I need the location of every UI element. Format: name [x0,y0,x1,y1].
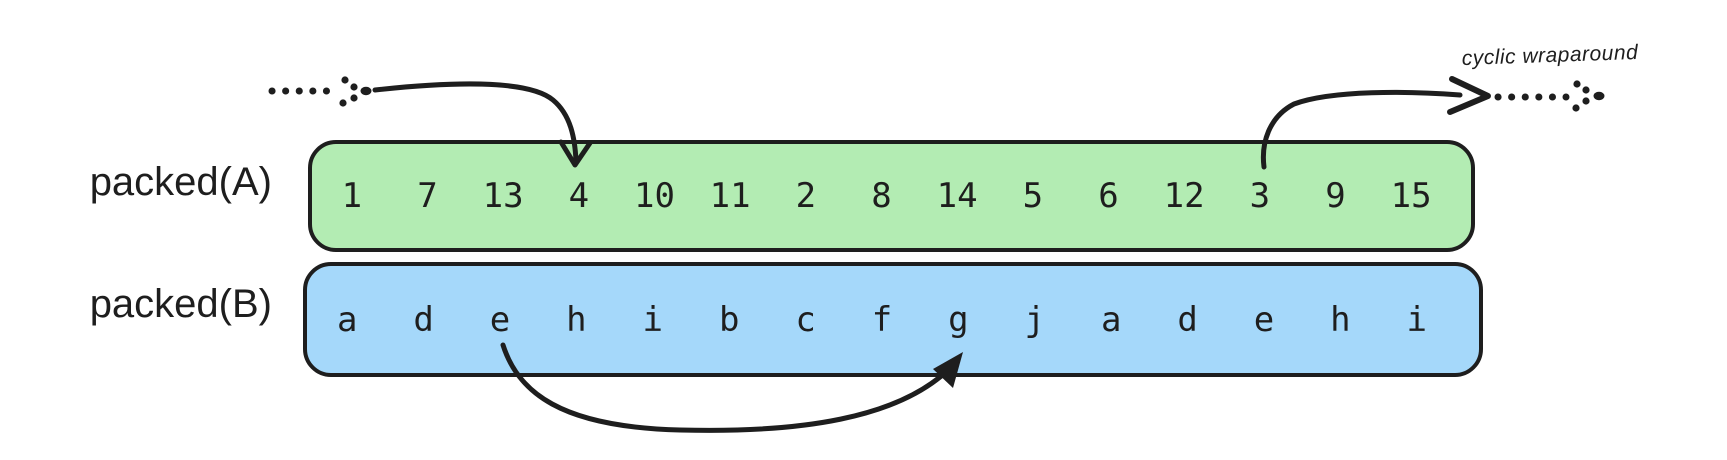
cell: 8 [871,176,892,216]
cell: 11 [709,176,751,216]
cell: h [566,299,587,340]
row-a-box: 1 7 13 4 10 11 2 8 14 5 6 12 3 9 15 [308,140,1475,252]
cell: c [795,299,816,340]
cell: i [1406,299,1428,340]
cell: e [489,299,511,340]
cell: 15 [1390,176,1432,216]
dotted-wrap-out-arrow [1494,80,1605,112]
row-a-label: packed(A) [89,160,272,204]
cell: a [1100,299,1122,340]
cell: f [871,299,893,340]
cell: 4 [568,176,590,216]
cell: i [642,299,664,340]
cell: 13 [482,176,524,216]
dotted-wrap-in-arrow [268,76,372,107]
cell: d [413,299,434,340]
row-b-label: packed(B) [89,282,272,326]
cell: b [718,299,740,340]
cell: a [336,299,358,340]
cell: 14 [936,176,978,216]
cell: 6 [1098,176,1119,216]
cell: g [948,299,969,340]
cell: 1 [341,176,363,216]
row-a-cells: 1 7 13 4 10 11 2 8 14 5 6 12 3 9 15 [314,144,1449,248]
cell: 5 [1022,176,1044,216]
cell: d [1177,299,1198,340]
cell: j [1024,299,1046,340]
cell: 7 [417,176,438,216]
cell: e [1253,299,1275,340]
cell: 2 [795,176,817,216]
cyclic-wraparound-label: cyclic wraparound [1461,40,1639,71]
cell: 12 [1163,176,1205,216]
cell: h [1330,299,1351,340]
cell: 3 [1249,176,1271,216]
cell: 10 [634,176,675,216]
cell: 9 [1325,176,1346,216]
